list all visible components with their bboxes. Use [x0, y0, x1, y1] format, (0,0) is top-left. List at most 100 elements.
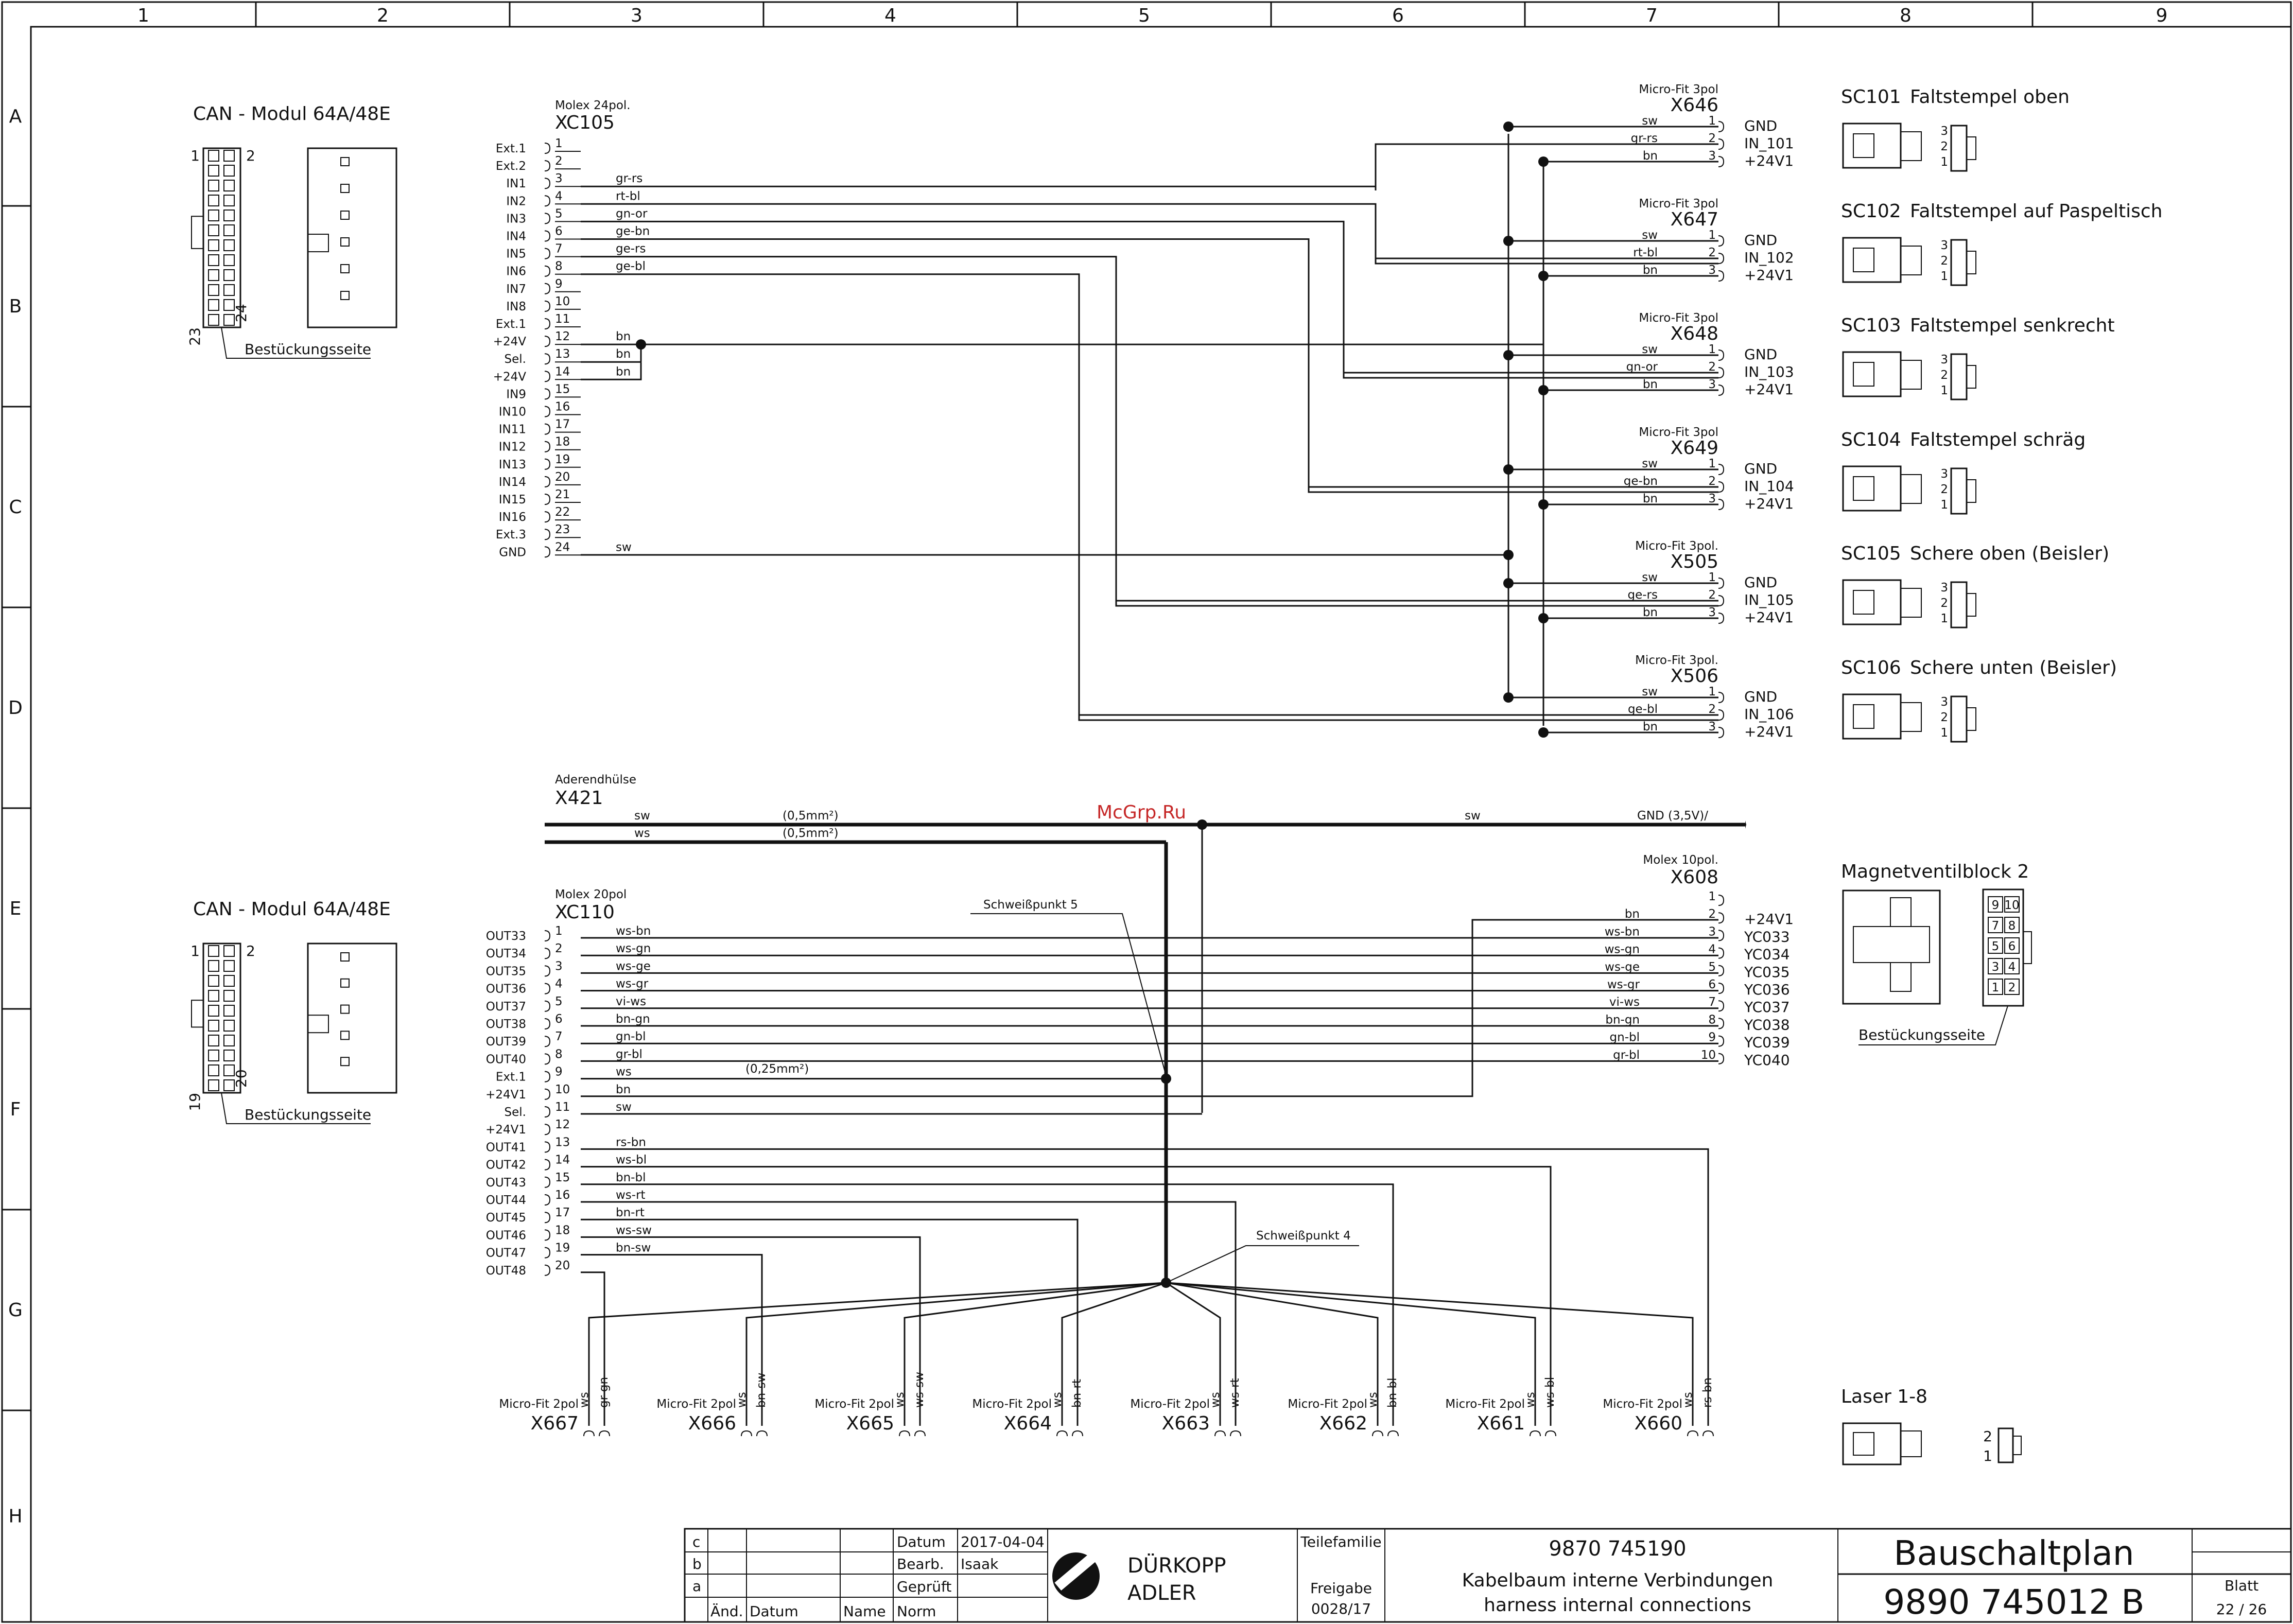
pin-number: 3	[1708, 492, 1716, 505]
laser-signal-wire	[581, 1254, 763, 1426]
gnd-label: GND (3,5V)/	[1637, 809, 1708, 823]
latch	[191, 1000, 204, 1028]
pin-number: 4	[555, 977, 563, 991]
row-label: G	[8, 1300, 23, 1321]
pin-contact	[1718, 578, 1725, 589]
wire-color-label: ws-bn	[1605, 925, 1640, 938]
pin-number: 2	[1940, 483, 1948, 496]
pin-contact	[1718, 930, 1725, 941]
pin-number: 2	[1708, 475, 1716, 488]
pin-signal-label: Sel.	[505, 1106, 526, 1119]
pin-contact	[544, 371, 551, 382]
pin-number: 10	[555, 1083, 570, 1096]
gnd-junction	[1503, 550, 1514, 560]
pin-contact	[544, 546, 551, 558]
wire-color-label: gn-or	[616, 207, 648, 220]
pin-signal-label: IN3	[506, 212, 526, 225]
pin-number: 1	[1708, 457, 1716, 470]
pin-number: 2	[555, 942, 563, 955]
pin-number: 1	[1940, 270, 1948, 283]
laser-ws-wire	[745, 1282, 1167, 1426]
pin-number: 9	[1708, 1031, 1716, 1044]
laser-ws-wire	[1166, 1282, 1379, 1426]
connector-name: X666	[688, 1413, 736, 1434]
signal-label: YC037	[1744, 999, 1790, 1016]
pin-signal-label: IN12	[499, 441, 526, 454]
sensor-name: Faltstempel schräg	[1910, 429, 2086, 450]
connector-name: X646	[1671, 95, 1718, 116]
pin-contact	[1718, 270, 1725, 282]
pin-signal-label: IN14	[499, 476, 526, 489]
side-latch	[307, 1015, 329, 1034]
pin-signal-label: Ext.1	[496, 1071, 526, 1084]
pin-number: 20	[233, 1069, 250, 1088]
sensor-name: Faltstempel auf Paspeltisch	[1910, 201, 2163, 222]
signal-label: GND	[1744, 688, 1777, 705]
component-side-note: Bestückungsseite	[1858, 1026, 1985, 1043]
connector-name: X649	[1671, 438, 1718, 459]
pin-number: 1	[190, 147, 200, 164]
wire-in6	[581, 273, 1718, 721]
pin-contact	[544, 1106, 551, 1117]
wire-color-label: ws-bl	[616, 1154, 647, 1167]
laser-ws-wire	[1061, 1282, 1167, 1426]
sensor-socket	[1950, 581, 1968, 628]
pin-cell	[208, 314, 219, 326]
pin-number: 16	[555, 1189, 570, 1202]
wire-in3	[581, 220, 1718, 379]
signal-label: +24V1	[1744, 267, 1794, 284]
pin-number: 2	[246, 147, 255, 164]
signal-label: GND	[1744, 346, 1777, 363]
connector-name: X647	[1671, 209, 1718, 230]
wire-color-label: ge-bn	[616, 225, 650, 238]
pin-signal-label: IN1	[506, 177, 526, 190]
pin-contact	[544, 458, 551, 470]
side-pin	[340, 211, 350, 220]
pin-contact	[1387, 1430, 1399, 1437]
pin-contact	[1718, 912, 1725, 924]
side-pin	[340, 291, 350, 300]
pin-number: 3	[1940, 695, 1948, 709]
pin-contact	[544, 1229, 551, 1241]
connector-type: Micro-Fit 2pol	[1130, 1398, 1210, 1411]
sensor-plug	[1900, 131, 1922, 161]
connector-name: XC105	[555, 112, 615, 133]
pin-number: 3	[1940, 353, 1948, 366]
signal-label: YC033	[1744, 928, 1790, 945]
valve-tab	[1890, 897, 1912, 927]
wire-color-label: bn-bl	[616, 1171, 646, 1184]
column-label: 1	[137, 5, 149, 26]
wire-color-label: bn	[1625, 907, 1640, 921]
sensor-plug	[1900, 588, 1922, 618]
pin-contact	[544, 318, 551, 329]
pin-number: 6	[2008, 940, 2016, 953]
connector-type: Micro-Fit 3pol	[1639, 426, 1718, 439]
pin-number: 5	[555, 995, 563, 1008]
pin-number: 2	[1940, 369, 1948, 382]
pin-contact	[1718, 613, 1725, 624]
pin-cell	[208, 975, 219, 987]
connector-type: Aderendhülse	[555, 773, 636, 787]
weld-leader-4	[1166, 1245, 1359, 1283]
pin-contact	[544, 1071, 551, 1082]
pin-cell	[208, 269, 219, 281]
pin-number: 10	[1701, 1049, 1716, 1062]
pin-contact	[914, 1430, 926, 1437]
pin-signal-label: OUT38	[486, 1018, 526, 1031]
supply-junction	[1538, 385, 1549, 395]
laser-ws-wire	[1166, 1282, 1694, 1426]
pin-number: 3	[1708, 720, 1716, 734]
pin-contact	[1718, 385, 1725, 396]
pin-cell	[223, 209, 235, 221]
pin-contact	[1718, 350, 1725, 361]
wire-color-label: vi-ws	[1609, 996, 1640, 1009]
pin-contact	[544, 529, 551, 540]
pin-signal-label: +24V	[493, 370, 527, 383]
weld-point-label: Schweißpunkt 4	[1256, 1229, 1351, 1243]
side-pin	[340, 157, 350, 166]
pin-number: 7	[1708, 996, 1716, 1009]
sensor-id: SC104	[1841, 429, 1901, 450]
pin-number: 17	[555, 418, 570, 431]
